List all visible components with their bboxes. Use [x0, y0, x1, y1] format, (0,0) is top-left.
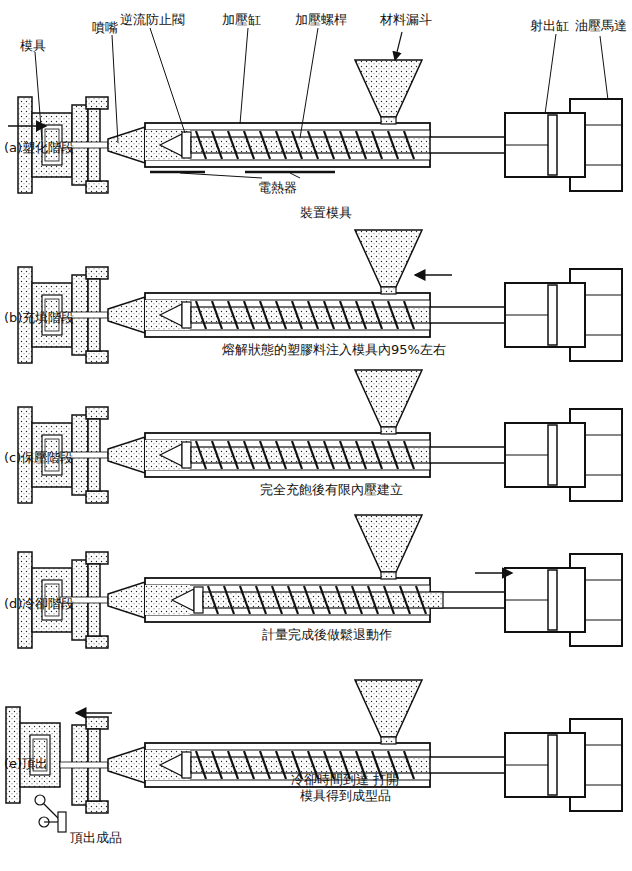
part-label: 頂出成品: [70, 830, 122, 846]
caption-note: 裝置模具: [300, 205, 352, 221]
caption-note: 完全充飽後有限內壓建立: [260, 482, 403, 498]
part-label: 加壓缸: [222, 12, 261, 28]
part-label: 材料漏斗: [380, 12, 432, 28]
stage-label: (c)保壓階段: [4, 450, 73, 466]
stage-label: (b)充填階段: [4, 310, 74, 326]
part-label: 油壓馬達: [575, 18, 627, 34]
caption-note: 冷卻時間到達 打開模具得到成型品: [290, 772, 400, 804]
part-label: 加壓螺桿: [295, 12, 347, 28]
part-label: 射出缸: [530, 18, 569, 34]
part-label: 模具: [20, 38, 46, 54]
caption-note: 計量完成後做鬆退動作: [262, 627, 392, 643]
caption-note: 熔解狀態的塑膠料注入模具內95%左右: [222, 342, 446, 358]
stage-label: (a)塑化階段: [4, 140, 74, 156]
stage-label: (d)冷卻階段: [4, 596, 74, 612]
stage-label: (e)頂出: [4, 756, 48, 772]
part-label: 逆流防止閥: [120, 12, 185, 28]
part-label: 噴嘴: [92, 20, 118, 36]
part-label: 電熱器: [258, 180, 297, 196]
